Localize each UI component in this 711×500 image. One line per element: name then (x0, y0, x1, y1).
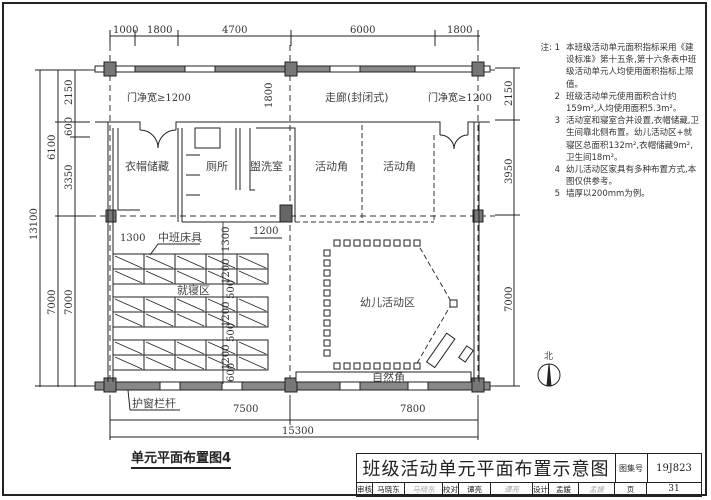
dim-bed-gap-1: 500 (226, 280, 237, 299)
review-signature: 马晓东 (405, 482, 443, 496)
room-activity-corner-1: 活动角 (315, 160, 348, 173)
notes-block: 注: 1 本班级活动单元面积指标采用《建设标准》第十五条,第十六条表中班级活动单… (530, 42, 700, 201)
dim-left-2: 600 (64, 117, 75, 136)
dim-right-1: 2150 (504, 81, 515, 106)
corridor-depth: 1800 (264, 83, 275, 108)
dim-left-4: 7000 (64, 290, 75, 315)
drawing-frame (2, 2, 707, 496)
design-name: 孟媛 (549, 482, 579, 496)
dim-left-1: 2150 (64, 80, 75, 105)
check-signature: 谭亮 (491, 482, 533, 496)
dim-bed-row-2: 1200 (221, 302, 232, 327)
room-kids-activity: 幼儿活动区 (360, 296, 415, 309)
page-label: 页 (615, 482, 647, 496)
title-block: 班级活动单元平面布置示意图 图集号 19J823 审核 马晓东 马晓东 校对 谭… (356, 453, 702, 497)
check-label: 校对 (443, 482, 459, 496)
note-item: 4 幼儿活动区家具有多种布置方式,本图仅供参考。 (554, 165, 697, 188)
dim-left-total: 13100 (29, 208, 40, 240)
drawing-title: 班级活动单元平面布置示意图 (357, 454, 616, 483)
note-item: 2 班级活动单元使用面积合计约159m²,人均使用面积5.3m²。 (554, 91, 682, 115)
room-toilet: 厕所 (206, 160, 228, 173)
dim-top-3: 4700 (222, 25, 247, 36)
door-width-left: 门净宽≥1200 (127, 91, 191, 104)
review-name: 马晓东 (373, 482, 405, 496)
dim-bed-bottom-gap: 600 (226, 363, 237, 382)
dim-left-3: 3350 (64, 165, 75, 190)
review-label: 审核 (357, 482, 373, 496)
dim-bottom-total: 15300 (282, 426, 314, 437)
railing-label: 护窗栏杆 (132, 396, 176, 410)
chairs (295, 239, 474, 383)
room-activity-corner-2: 活动角 (383, 160, 416, 173)
dim-right-2: 3950 (504, 159, 515, 184)
check-name: 谭亮 (459, 482, 491, 496)
note-item: 5 墙厚以200mm为例。 (554, 189, 650, 200)
door-width-right: 门净宽≥1200 (428, 91, 492, 104)
design-label: 设计 (533, 482, 549, 496)
dim-top-1: 1000 (113, 25, 138, 36)
atlas-label: 图集号 (615, 454, 648, 483)
room-nature-corner: 自然角 (372, 370, 405, 384)
dim-bed-gap-2: 500 (226, 323, 237, 342)
bed-row-3 (112, 339, 269, 371)
dim-opening: 1200 (253, 226, 278, 237)
dim-bed-aisle-left: 1300 (120, 233, 145, 244)
bed-row-1 (112, 253, 269, 285)
bed-row-2 (112, 296, 269, 328)
room-wardrobe: 衣帽储藏 (125, 159, 169, 173)
dim-left-mid-2: 7000 (47, 290, 58, 315)
signature-row: 审核 马晓东 马晓东 校对 谭亮 谭亮 设计 孟媛 孟媛 页 31 (357, 482, 701, 496)
dim-top-4: 6000 (350, 25, 375, 36)
dim-top-2: 1800 (147, 25, 172, 36)
north-label: 北 (544, 351, 553, 362)
corridor-label: 走廊(封闭式) (325, 90, 389, 104)
atlas-number: 19J823 (647, 454, 701, 483)
bed-label: 中班床具 (158, 230, 202, 244)
note-item: 注: 1 本班级活动单元面积指标采用《建设标准》第十五条,第十六条表中班级活动单… (540, 43, 697, 90)
design-signature: 孟媛 (579, 482, 615, 496)
dim-bed-aisle-top: 1300 (221, 227, 232, 252)
room-sleeping-area: 就寝区 (177, 283, 210, 297)
dim-bed-row-3: 1200 (221, 345, 232, 370)
dim-bed-row-1: 1200 (221, 259, 232, 284)
page-number: 31 (668, 484, 680, 494)
dim-right-3: 7000 (504, 287, 515, 312)
plan-title: 单元平面布置图4 (131, 450, 232, 469)
dim-top-5: 1800 (447, 25, 472, 36)
dim-left-mid-1: 6100 (47, 135, 58, 160)
dim-bottom-1: 7500 (233, 404, 258, 415)
dim-bottom-2: 7800 (400, 404, 425, 415)
north-arrow (537, 363, 561, 387)
note-item: 3 活动室和寝室合并设置,衣帽储藏,卫生间靠北侧布置。幼儿活动区+就寝区总面积1… (554, 116, 699, 163)
room-washroom: 盥洗室 (250, 159, 283, 173)
